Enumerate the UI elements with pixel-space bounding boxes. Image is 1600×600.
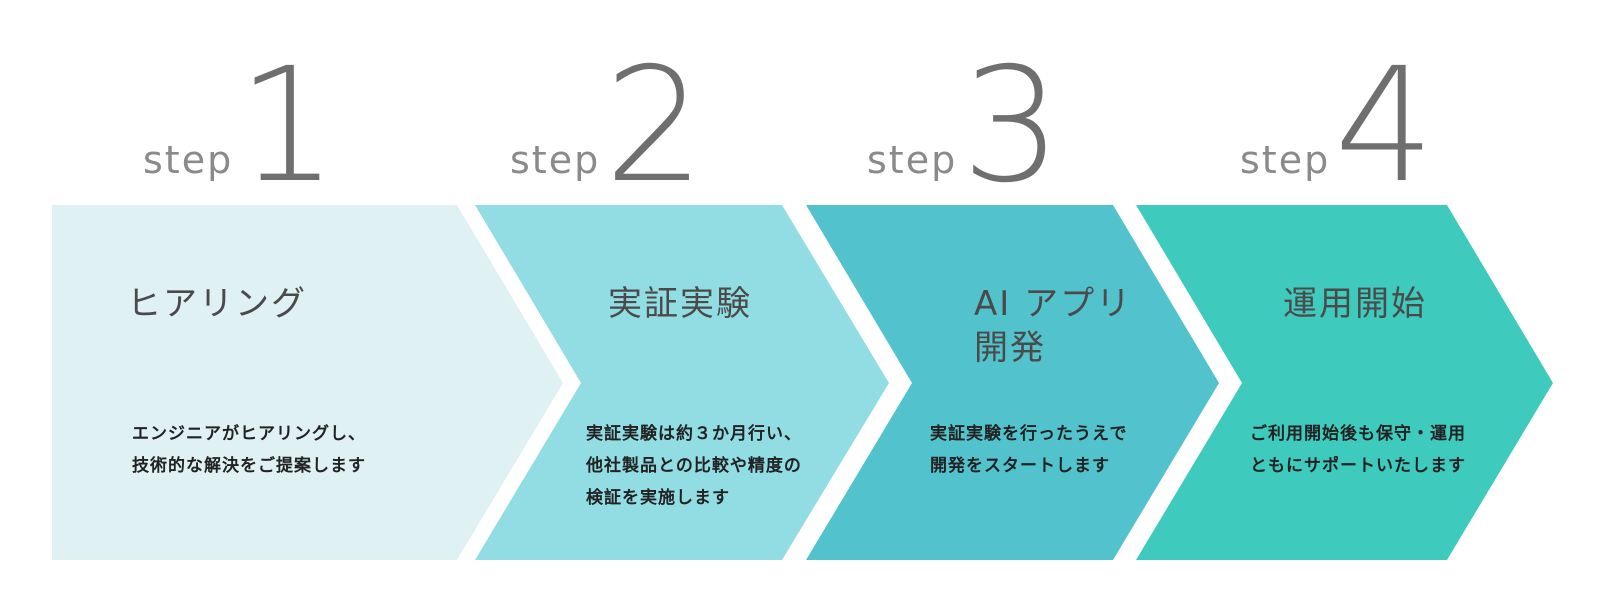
step-4-label: step 4 — [1240, 34, 1435, 218]
stage-1-description-line-1: エンジニアがヒアリングし、 — [132, 424, 366, 444]
stage-4-description-line-1: ご利用開始後も保守・運用 — [1250, 424, 1466, 444]
stage-3-title: AI アプリ 開発 — [974, 282, 1132, 370]
step-word: step — [143, 138, 234, 182]
step-2-label: step 2 — [510, 34, 705, 218]
stage-1-description: エンジニアがヒアリングし、 技術的な解決をご提案します — [132, 418, 366, 482]
step-word: step — [867, 138, 958, 182]
stage-1-chevron — [52, 205, 563, 560]
step-3-label: step 3 — [867, 34, 1062, 218]
stage-1-title-line-1: ヒアリング — [127, 284, 307, 324]
stage-2-description: 実証実験は約３か月行い、 他社製品との比較や精度の 検証を実施します — [586, 418, 802, 514]
stage-4-title-line-1: 運用開始 — [1283, 284, 1427, 324]
stage-2-title: 実証実験 — [608, 282, 752, 326]
step-1-number: 1 — [237, 34, 338, 218]
stage-2-description-line-2: 他社製品との比較や精度の — [586, 456, 802, 476]
stage-3-title-line-1: AI アプリ — [974, 284, 1133, 324]
step-4-number: 4 — [1334, 34, 1435, 218]
stage-4-title: 運用開始 — [1283, 282, 1427, 326]
stage-2-chevron — [475, 205, 889, 560]
stage-3-title-line-2: 開発 — [974, 328, 1046, 368]
stage-1-description-line-2: 技術的な解決をご提案します — [132, 456, 366, 476]
stage-1-title: ヒアリング — [127, 282, 307, 326]
stage-3-chevron — [806, 205, 1219, 560]
stage-4-description: ご利用開始後も保守・運用 ともにサポートいたします — [1250, 418, 1466, 482]
stage-2-description-line-1: 実証実験は約３か月行い、 — [586, 424, 802, 444]
stage-4-description-line-2: ともにサポートいたします — [1250, 456, 1466, 476]
stage-3-description: 実証実験を行ったうえで 開発をスタートします — [930, 418, 1128, 482]
stage-2-description-line-3: 検証を実施します — [586, 488, 730, 508]
step-2-number: 2 — [604, 34, 705, 218]
stage-4-chevron — [1136, 205, 1553, 560]
step-3-number: 3 — [961, 34, 1062, 218]
stage-3-description-line-2: 開発をスタートします — [930, 456, 1110, 476]
stage-2-title-line-1: 実証実験 — [608, 284, 752, 324]
step-word: step — [510, 138, 601, 182]
step-word: step — [1240, 138, 1331, 182]
step-1-label: step 1 — [143, 34, 338, 218]
stage-3-description-line-1: 実証実験を行ったうえで — [930, 424, 1128, 444]
